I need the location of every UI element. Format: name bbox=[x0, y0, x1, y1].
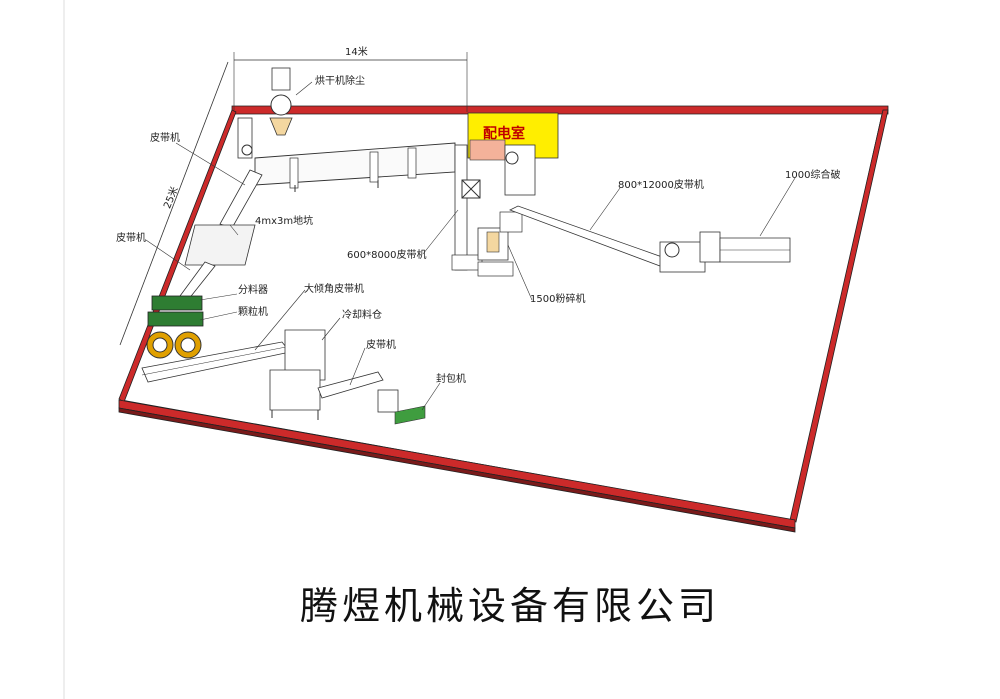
label-granulator: 颗粒机 bbox=[238, 305, 268, 318]
power-room: 配电室 bbox=[467, 112, 559, 196]
crusher-1000 bbox=[659, 231, 791, 273]
rotary-dryer bbox=[254, 142, 456, 192]
label-belt-800: 800*12000皮带机 bbox=[618, 178, 704, 191]
label-packer: 封包机 bbox=[436, 372, 466, 385]
length-dimension-label: 25米 bbox=[160, 184, 181, 210]
label-dryer-dust: 烘干机除尘 bbox=[315, 74, 365, 87]
label-cooling-bin: 冷却料仓 bbox=[342, 308, 382, 321]
label-belt-2: 皮带机 bbox=[116, 231, 146, 244]
power-room-label: 配电室 bbox=[483, 125, 525, 142]
label-incline-belt: 大倾角皮带机 bbox=[304, 282, 364, 295]
label-mill-1500: 1500粉碎机 bbox=[530, 292, 585, 305]
label-splitter: 分料器 bbox=[238, 283, 268, 296]
label-crusher-1000: 1000综合破 bbox=[785, 168, 840, 181]
packer bbox=[377, 389, 426, 425]
label-pit: 4mx3m地坑 bbox=[255, 214, 313, 227]
pit bbox=[184, 224, 256, 266]
leader-lines bbox=[145, 81, 796, 411]
floor-platform bbox=[118, 105, 889, 533]
width-dimension-label: 14米 bbox=[345, 45, 368, 58]
belt-conveyor-3 bbox=[317, 371, 384, 399]
dryer-dust-collector bbox=[237, 67, 293, 159]
bucket-elevator bbox=[451, 144, 483, 271]
mill-1500 bbox=[477, 211, 523, 277]
granulator-group bbox=[146, 295, 204, 359]
label-belt-3: 皮带机 bbox=[366, 338, 396, 351]
label-belt-1: 皮带机 bbox=[150, 131, 180, 144]
dimension-width: 14米 bbox=[233, 45, 468, 112]
cooling-bin bbox=[269, 329, 326, 420]
company-name: 腾煜机械设备有限公司 bbox=[300, 584, 721, 628]
label-belt-600: 600*8000皮带机 bbox=[347, 248, 427, 261]
